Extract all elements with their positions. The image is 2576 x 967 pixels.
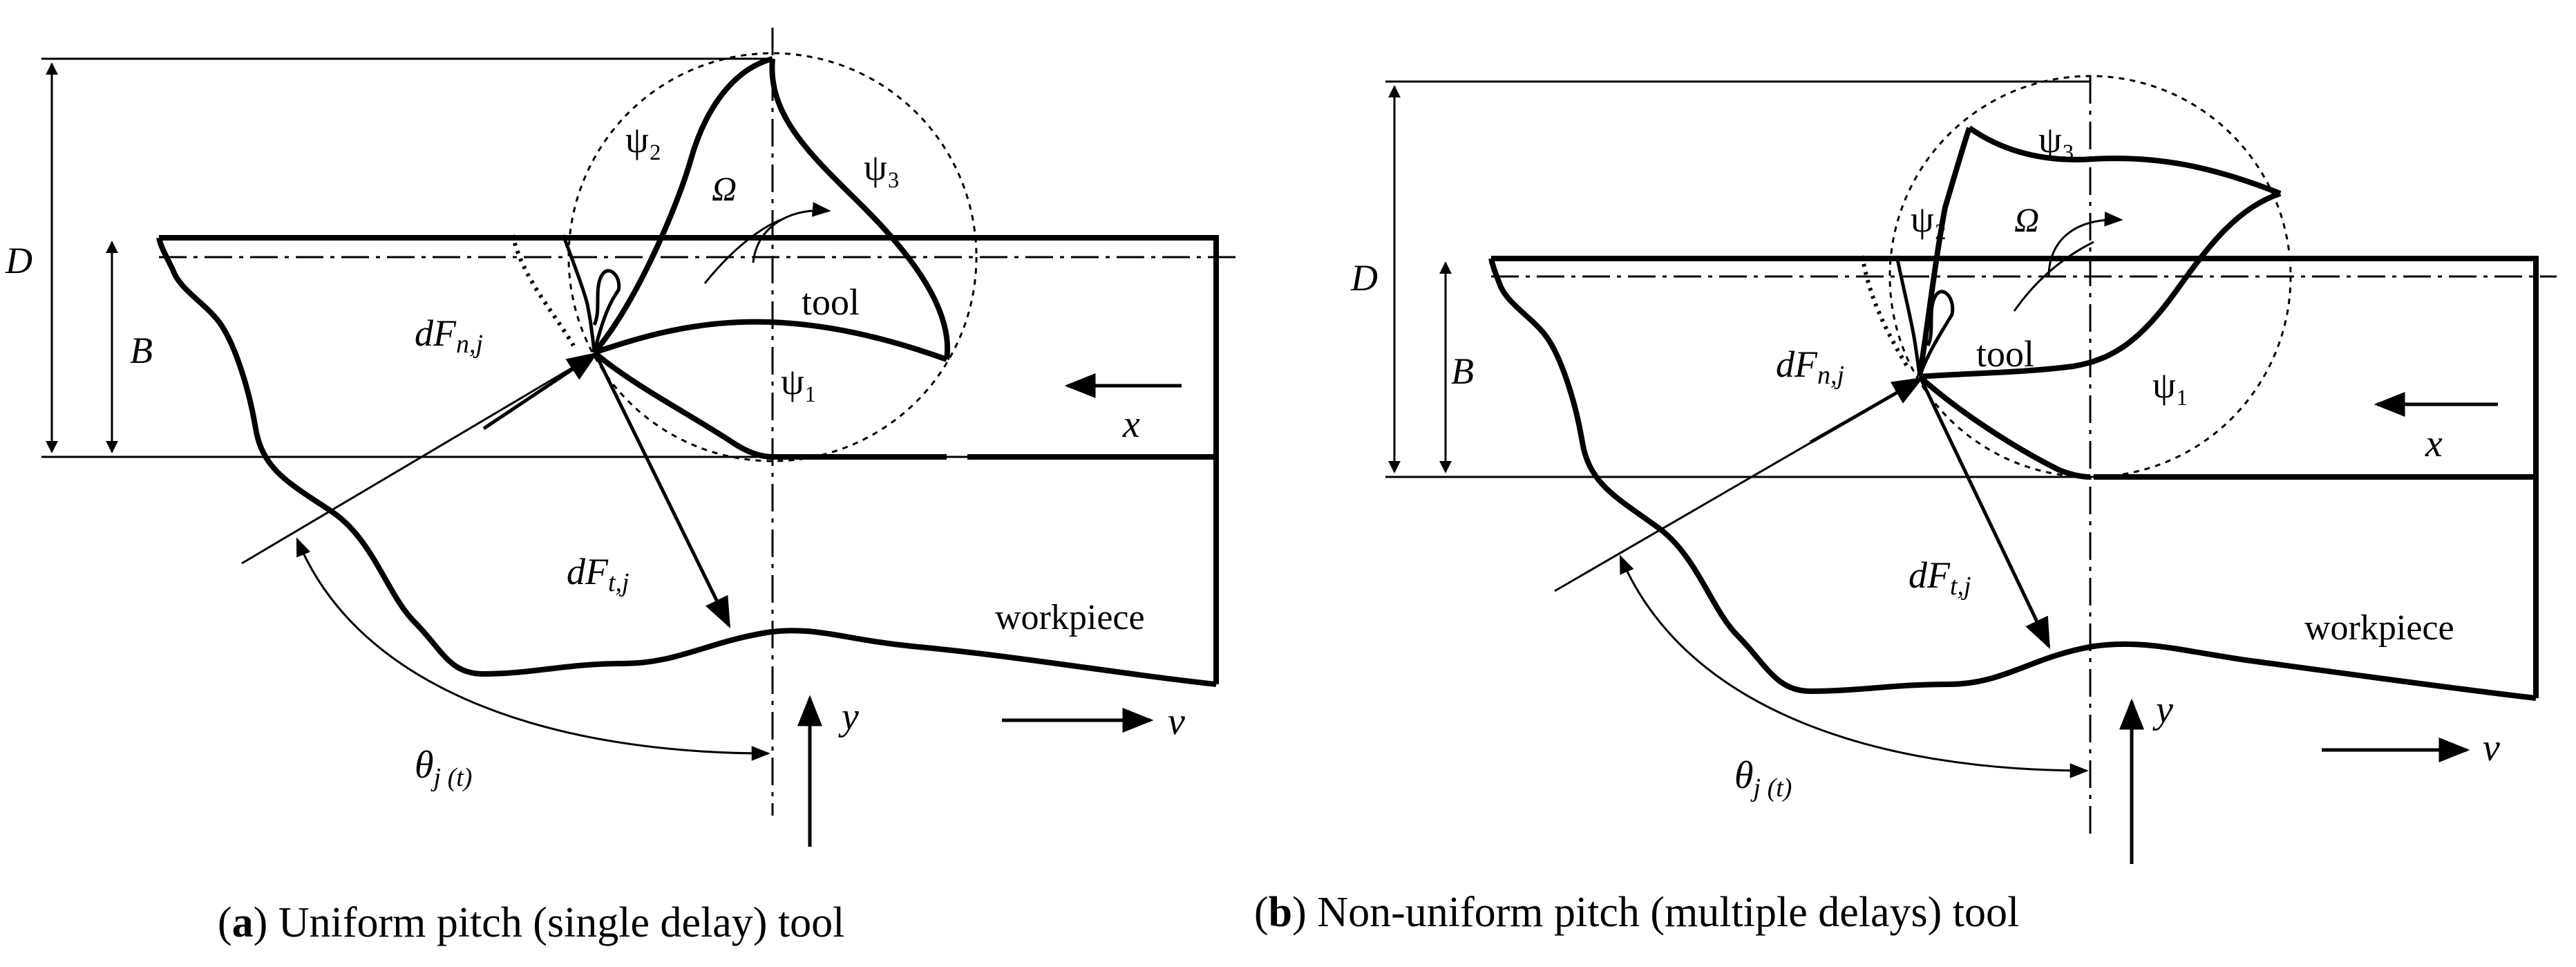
tool-flutes	[511, 56, 951, 460]
v-label: v	[1168, 700, 1185, 743]
x-label: x	[2425, 422, 2443, 465]
panel-b: D B ψ₃ ψ₂ ψ₁ Ω	[1254, 75, 2557, 936]
psi1-label: ψ₁	[781, 361, 817, 402]
theta-arc	[1619, 554, 2089, 778]
tool-label: tool	[802, 281, 860, 323]
tangential-force-arrow	[1919, 377, 2051, 650]
caption-a: (a) Uniform pitch (single delay) tool	[218, 899, 844, 946]
dimension-D: D	[5, 57, 773, 458]
omega-label: Ω	[712, 169, 737, 208]
psi2-label: ψ₂	[625, 119, 662, 160]
y-label: y	[2152, 688, 2173, 731]
normal-force-arrow	[482, 352, 598, 431]
tool-flutes	[1860, 125, 2282, 480]
workpiece-label: workpiece	[995, 598, 1145, 637]
psi2-label: ψ₂	[1911, 198, 1947, 240]
dFt-label: dFt,j	[1909, 554, 1971, 601]
label-D: D	[5, 240, 32, 281]
psi1-label: ψ₁	[2152, 364, 2189, 406]
theta-label: θj (t)	[1734, 754, 1792, 802]
dFt-label: dFt,j	[567, 551, 629, 597]
panel-a: D B ψ₂ ψ₃ ψ₁ Ω	[5, 28, 1237, 946]
angle-ray	[241, 353, 596, 565]
dimension-B: B	[1439, 261, 1474, 473]
dimension-D: D	[1350, 80, 2090, 478]
v-label: v	[2483, 726, 2500, 769]
rotation-arrow	[2047, 212, 2123, 277]
tool-label: tool	[1976, 333, 2034, 375]
y-label: y	[838, 695, 859, 738]
label-B: B	[1451, 350, 1474, 392]
omega-label: Ω	[2014, 200, 2039, 239]
psi3-label: ψ₃	[2038, 119, 2075, 160]
label-D: D	[1350, 257, 1378, 299]
rotation-arrow	[752, 202, 831, 263]
angle-ray	[1554, 377, 1922, 592]
caption-b: (b) Non-uniform pitch (multiple delays) …	[1254, 889, 2019, 936]
psi3-label: ψ₃	[864, 147, 900, 188]
workpiece-label: workpiece	[2304, 608, 2454, 648]
tool-circle	[567, 52, 978, 462]
dFn-label: dFn,j	[415, 312, 483, 359]
x-label: x	[1122, 403, 1140, 446]
label-B: B	[130, 330, 153, 371]
theta-label: θj (t)	[415, 744, 472, 792]
theta-arc	[296, 537, 770, 761]
dimension-B: B	[106, 241, 153, 453]
dFn-label: dFn,j	[1776, 344, 1844, 390]
